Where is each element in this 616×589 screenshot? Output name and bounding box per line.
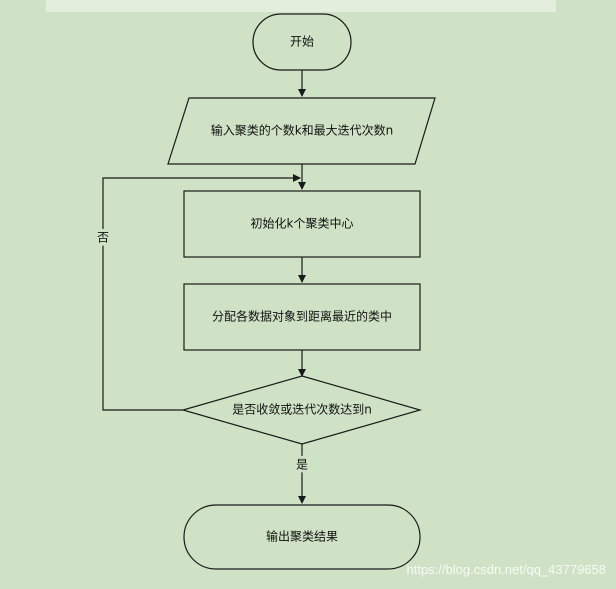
edge-decision-no-loop: [102, 174, 301, 411]
node-decision-shape: [180, 375, 423, 445]
node-input-shape: [167, 97, 436, 165]
node-output-shape: [183, 504, 421, 570]
top-strip: [0, 0, 616, 12]
edge-yes-label: 是: [296, 458, 308, 472]
node-output-label: 输出聚类结果: [266, 529, 338, 544]
node-decision-label: 是否收敛或迭代次数达到n: [232, 402, 372, 417]
top-strip-block-right: [556, 0, 616, 12]
top-strip-block-middle: [46, 0, 556, 12]
node-init-shape: [183, 190, 421, 258]
node-assign-shape: [183, 283, 421, 351]
node-start-label: 开始: [290, 35, 314, 49]
edge-no-label: 否: [97, 231, 109, 245]
node-init-label: 初始化k个聚类中心: [251, 216, 354, 231]
node-start-shape: [252, 13, 352, 71]
node-assign-label: 分配各数据对象到距离最近的类中: [212, 309, 392, 324]
watermark-text: https://blog.csdn.net/qq_43779658: [407, 562, 607, 577]
top-strip-block-left: [0, 0, 46, 12]
node-input-label: 输入聚类的个数k和最大迭代次数n: [211, 123, 394, 138]
